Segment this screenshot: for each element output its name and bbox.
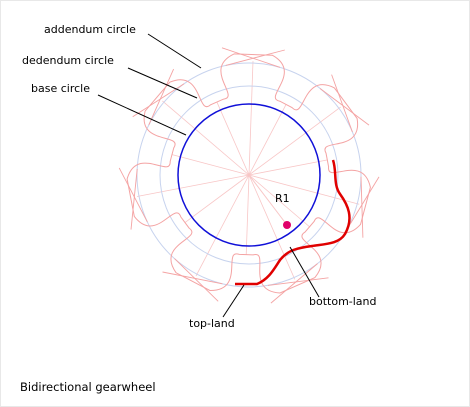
- tooth-tip-stroke: [225, 49, 285, 66]
- gear-outline-path: [126, 53, 371, 294]
- r1-label: R1: [275, 192, 290, 205]
- tooth-tip-stroke: [162, 271, 223, 285]
- tooth-centerline: [195, 174, 250, 277]
- tooth-tip-stroke: [148, 68, 175, 126]
- tooth-centerline: [216, 101, 250, 176]
- tooth-tip-stroke: [360, 176, 364, 238]
- tooth-tip-stroke: [270, 263, 318, 304]
- top-land-label: top-land: [189, 317, 235, 330]
- base-circle: [177, 103, 321, 247]
- tooth-centerline: [248, 61, 254, 176]
- tooth-tip-stroke: [331, 74, 353, 133]
- addendum-leader: [147, 33, 202, 69]
- tooth-tip-stroke: [319, 88, 370, 126]
- tooth-centerline: [245, 174, 250, 256]
- tooth-centerline: [136, 174, 250, 197]
- dedendum-leader: [127, 67, 198, 99]
- tooth-tip-stroke: [118, 167, 148, 223]
- base-leader: [97, 94, 187, 136]
- tooth-centerline: [162, 100, 250, 176]
- r1-marker-dot: [283, 221, 291, 229]
- base-circle-label: base circle: [31, 82, 90, 95]
- bottom-land-leader: [289, 246, 320, 298]
- tooth-centerline: [248, 106, 341, 176]
- tooth-centerline: [248, 174, 360, 205]
- figure-caption: Bidirectional gearwheel: [20, 380, 156, 394]
- tooth-tip-stroke: [267, 277, 329, 286]
- tooth-centerlines: [136, 61, 360, 280]
- tooth-centerline: [248, 104, 287, 176]
- bottom-land-label: bottom-land: [309, 295, 377, 308]
- tooth-centerline: [184, 174, 250, 224]
- tooth-centerline: [248, 174, 311, 228]
- addendum-label: addendum circle: [44, 23, 136, 36]
- highlighted-tooth-profile: [235, 159, 351, 286]
- tooth-outline: [126, 53, 371, 294]
- tooth-centerline: [248, 174, 296, 280]
- tooth-tip-stroke: [346, 176, 380, 230]
- tooth-tip-stroke: [174, 258, 219, 302]
- dedendum-label: dedendum circle: [22, 54, 114, 67]
- tooth-tip-stroke: [130, 168, 138, 230]
- leader-lines: [97, 33, 320, 318]
- top-land-leader: [222, 284, 245, 318]
- tooth-tip-stroke: [132, 83, 185, 118]
- r1-radius-line: [248, 174, 288, 226]
- tooth-tip-lines: [118, 47, 380, 304]
- tooth-centerline: [171, 154, 250, 176]
- tooth-centerline: [248, 159, 328, 176]
- dedendum-circle: [159, 85, 339, 265]
- tooth-tip-stroke: [221, 47, 281, 68]
